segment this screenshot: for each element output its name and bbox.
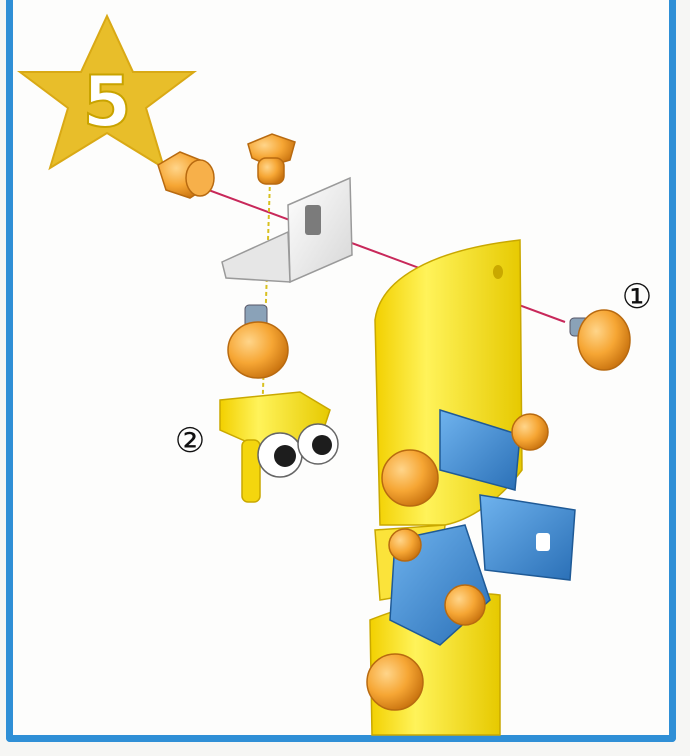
nut-left: [157, 151, 215, 199]
guide-line-yellow: [261, 179, 271, 421]
nut-top: [247, 133, 296, 185]
bolt-heads: [366, 413, 549, 711]
callout-1: ①: [622, 277, 652, 317]
bolt-center: [227, 304, 289, 379]
step-star: 5: [17, 13, 197, 171]
yellow-eye-piece: [219, 391, 339, 503]
step-number: 5: [83, 61, 132, 143]
callout-2: ②: [175, 421, 205, 461]
white-bracket: [221, 176, 353, 284]
bolt-right: [569, 309, 631, 371]
